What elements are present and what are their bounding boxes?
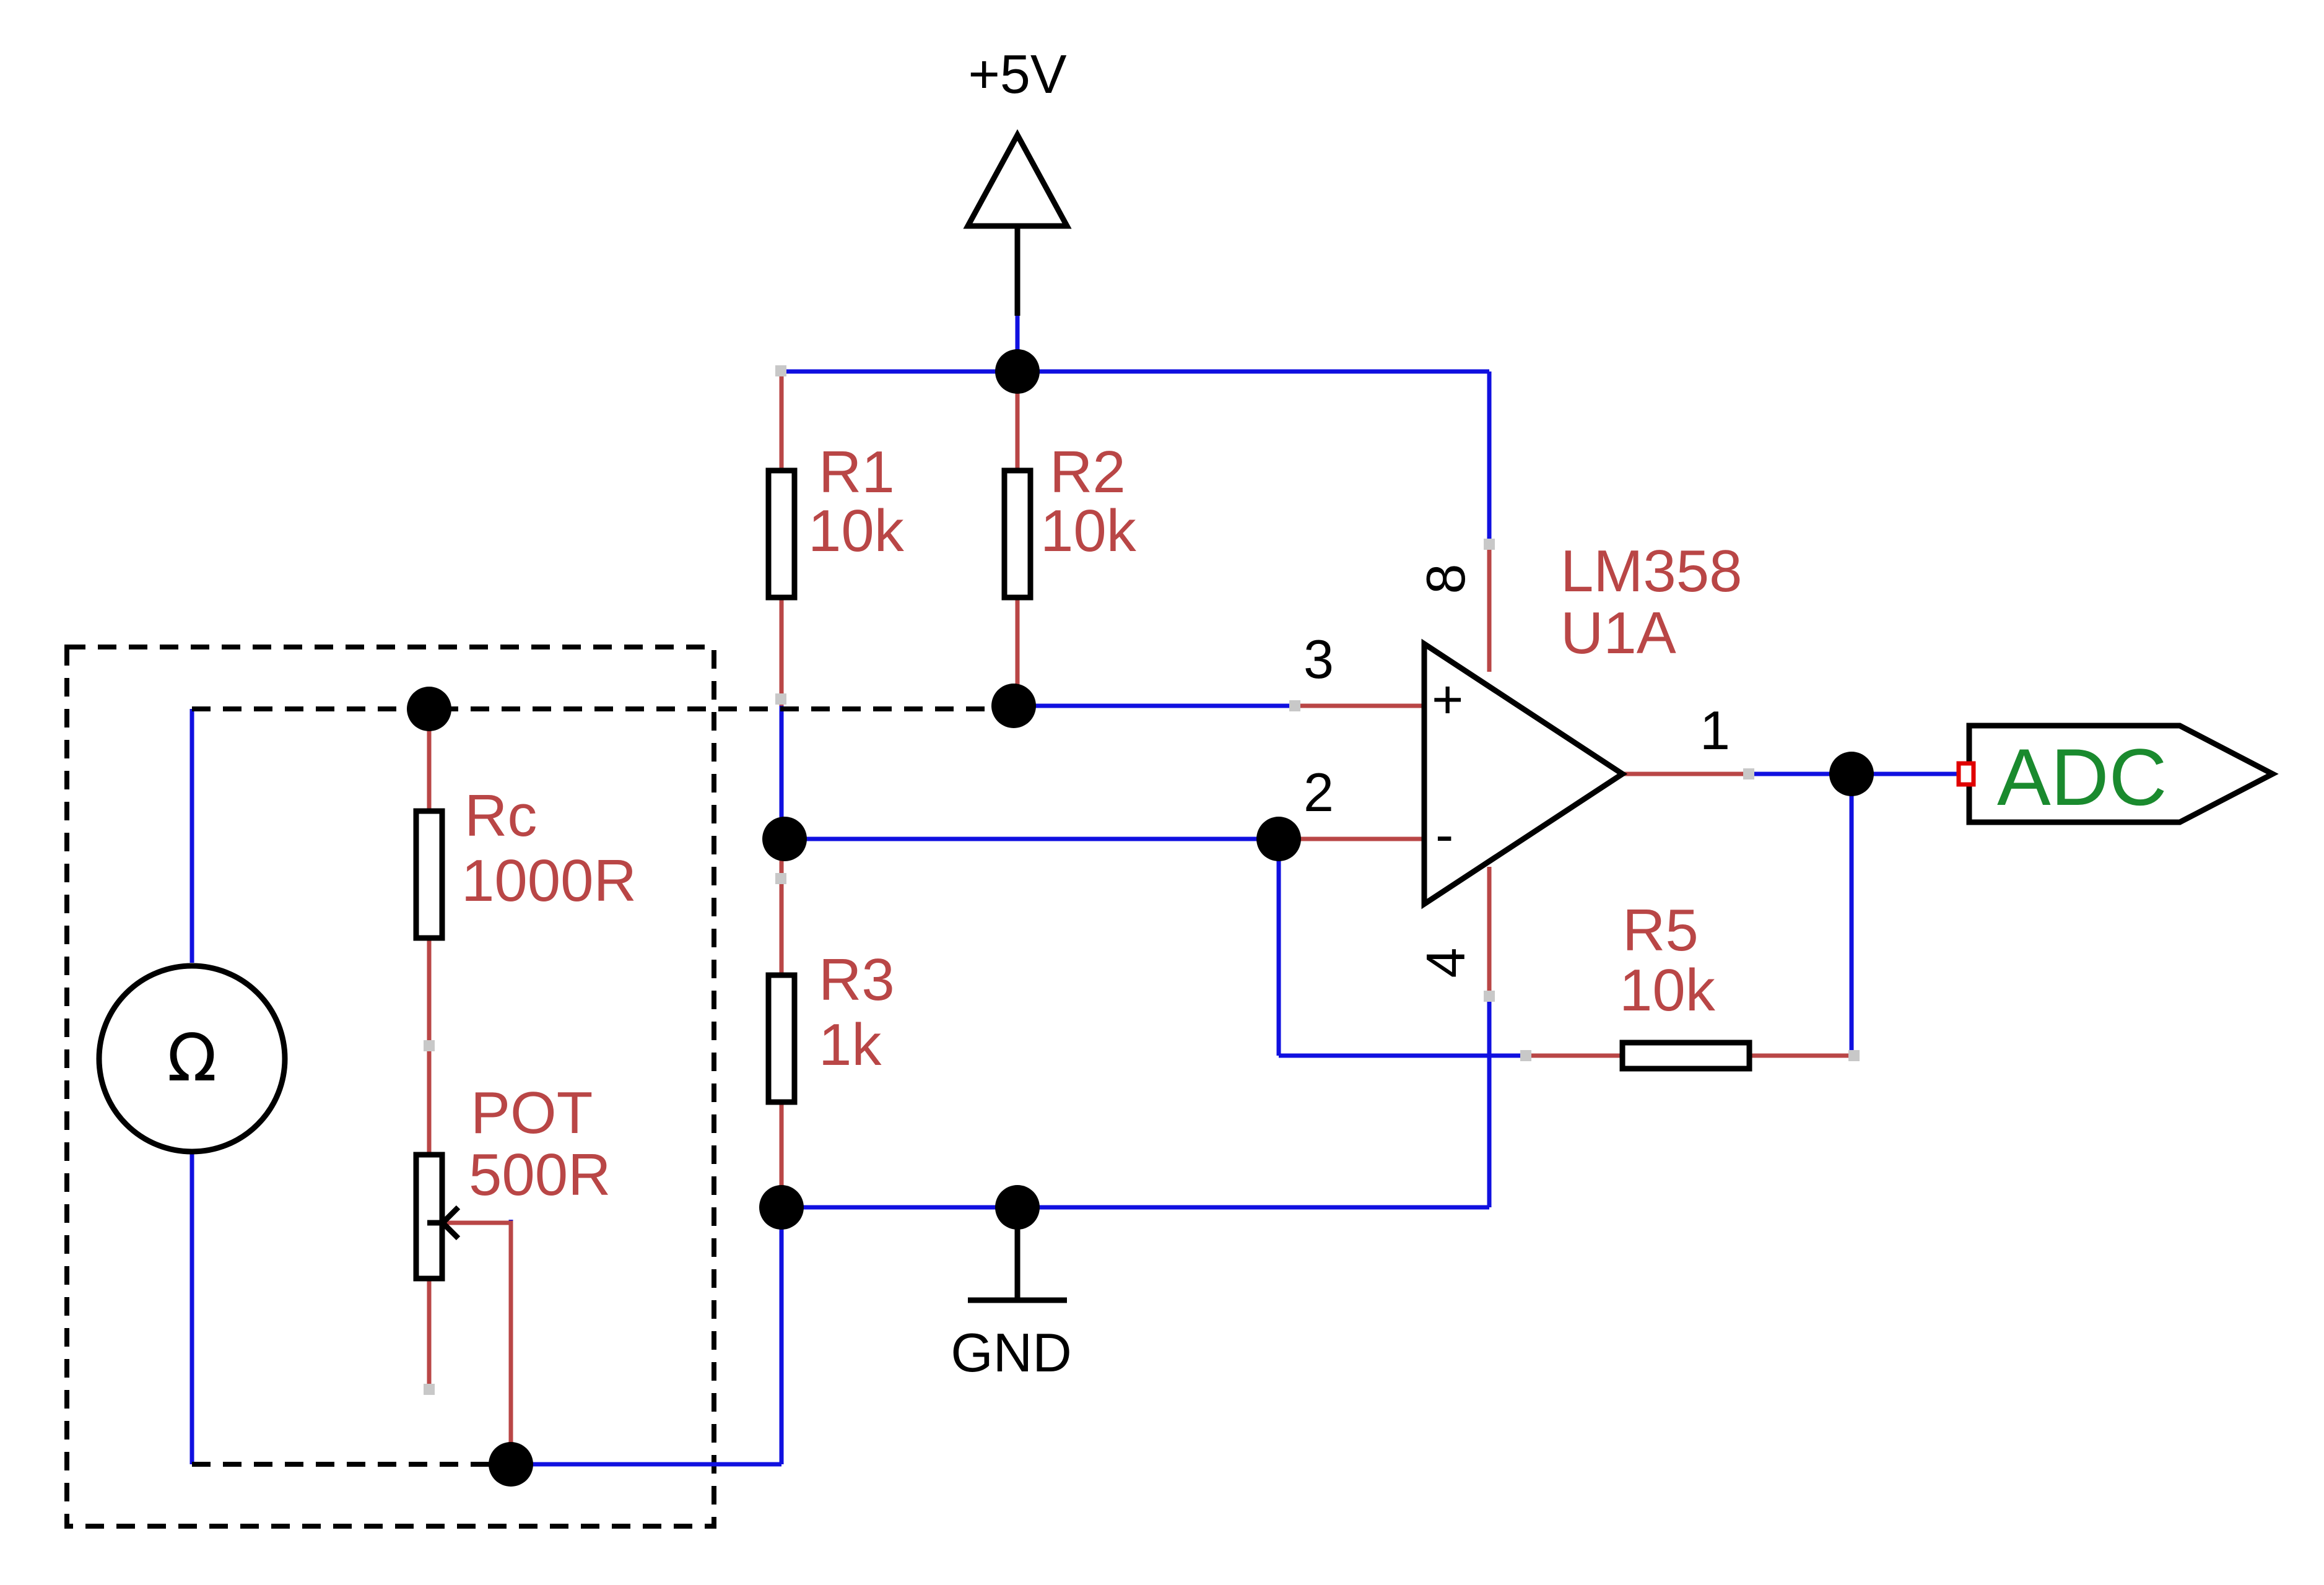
r5-ref: R5	[1622, 897, 1699, 963]
opamp-u1a	[1421, 638, 1628, 910]
r3-ref: R3	[819, 947, 895, 1013]
rc-ref: Rc	[464, 783, 537, 849]
resistor-r1	[765, 467, 798, 601]
adc-label: ADC	[1997, 732, 2167, 822]
r3-value: 1k	[819, 1012, 882, 1078]
pot-value: 500R	[469, 1142, 611, 1208]
gnd-label: GND	[951, 1322, 1072, 1383]
pin-3-label: 3	[1303, 628, 1334, 690]
vcc-symbol	[963, 129, 1072, 316]
opamp-plus: +	[1432, 669, 1463, 730]
opamp-minus: -	[1435, 804, 1453, 865]
opamp-ref: U1A	[1560, 600, 1676, 666]
adc-port	[1966, 723, 2279, 825]
resistor-rc	[413, 808, 445, 941]
r1-value: 10k	[808, 498, 905, 564]
ohmmeter	[96, 963, 288, 1155]
r5-value: 10k	[1619, 957, 1716, 1023]
pin-1-label: 1	[1700, 700, 1730, 761]
opamp-part: LM358	[1560, 538, 1743, 604]
vcc-label: +5V	[968, 43, 1066, 105]
r2-value: 10k	[1040, 498, 1137, 564]
sensor-enclosure	[64, 645, 716, 1529]
r2-ref: R2	[1050, 439, 1126, 505]
pin-2-label: 2	[1303, 762, 1334, 823]
resistor-r2	[1001, 467, 1034, 601]
pin-markers	[424, 365, 1860, 1395]
ohm-icon: Ω	[167, 1020, 217, 1096]
potentiometer-pot	[413, 1152, 461, 1282]
pin-4-label: 4	[1415, 948, 1476, 978]
r1-ref: R1	[819, 439, 895, 505]
resistor-r5	[1619, 1040, 1752, 1072]
wires	[189, 316, 1966, 1467]
junction-dots	[407, 349, 1874, 1487]
pin-8-label: 8	[1415, 564, 1476, 594]
rc-value: 1000R	[461, 848, 637, 914]
pot-ref: POT	[471, 1080, 593, 1146]
resistor-r3	[765, 972, 798, 1105]
adc-port-pin	[1956, 761, 1976, 787]
